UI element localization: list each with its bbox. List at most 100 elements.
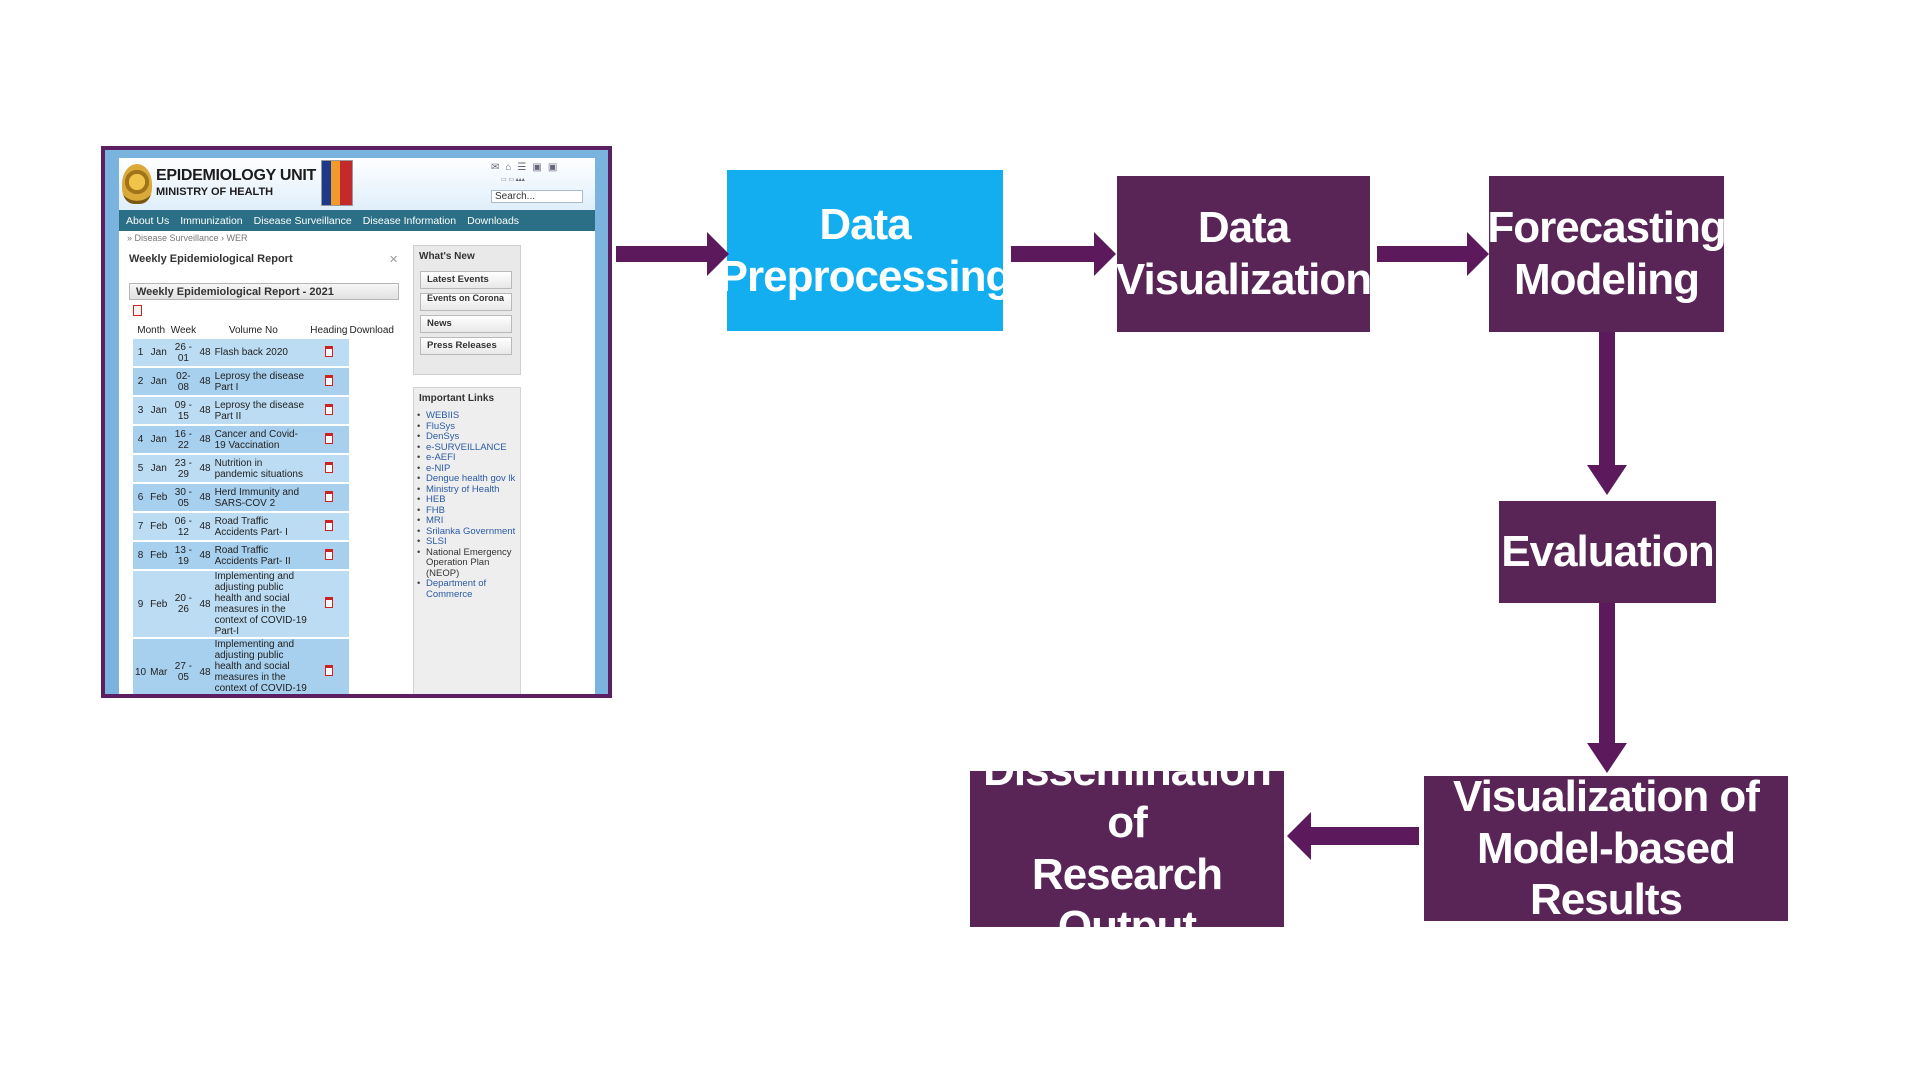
row-download [309, 638, 349, 694]
important-link-item[interactable]: DenSys [417, 431, 519, 443]
row-week: 23 - 29 [169, 454, 198, 484]
pdf-download-icon[interactable] [324, 490, 333, 502]
latest-events-button[interactable]: Latest Events [420, 271, 512, 289]
main-nav: About Us Immunization Disease Surveillan… [119, 210, 595, 231]
arrow-evaluation-to-model-results [1587, 603, 1627, 773]
important-link-item[interactable]: SLSI [417, 536, 519, 548]
row-download [309, 512, 349, 542]
search-input[interactable]: Search... [491, 190, 583, 203]
important-link-item[interactable]: e-AEFI [417, 452, 519, 464]
forecasting-modeling-line-1: Forecasting [1487, 203, 1726, 253]
row-volume: 48 [197, 339, 213, 368]
pdf-download-icon[interactable] [324, 519, 333, 531]
important-link-item[interactable]: Dengue health gov lk [417, 473, 519, 485]
nav-disease-information[interactable]: Disease Information [362, 214, 457, 227]
row-no: 6 [133, 483, 149, 513]
important-link-item[interactable]: National Emergency Operation Plan (NEOP) [417, 547, 519, 580]
row-no: 1 [133, 339, 149, 368]
row-volume: 48 [197, 541, 213, 571]
page-title: Weekly Epidemiological Report [129, 253, 293, 265]
pdf-download-icon[interactable] [324, 432, 333, 444]
arrow-forecasting-to-evaluation [1587, 332, 1627, 495]
row-download [309, 483, 349, 513]
website-screenshot: EPIDEMIOLOGY UNIT MINISTRY OF HEALTH ✉⌂☰… [101, 146, 612, 698]
close-icon[interactable]: ✕ [389, 254, 399, 266]
news-button[interactable]: News [420, 315, 512, 333]
events-on-corona-button[interactable]: Events on Corona [420, 293, 512, 311]
nav-immunization[interactable]: Immunization [180, 214, 243, 227]
row-week: 30 - 05 [169, 483, 198, 513]
model-results-line-2: Model-based Results [1477, 823, 1736, 925]
important-link-item[interactable]: FHB [417, 505, 519, 517]
row-download [309, 367, 349, 397]
row-volume: 48 [197, 367, 213, 397]
dissemination-line-1: Dissemination of [983, 746, 1272, 848]
row-week: 02- 08 [169, 367, 198, 397]
whats-new-title: What's New [419, 251, 475, 262]
row-week: 27 - 05 [169, 638, 198, 694]
row-volume: 48 [197, 570, 213, 639]
data-visualization-line-1: Data [1197, 203, 1290, 253]
press-releases-button[interactable]: Press Releases [420, 337, 512, 355]
pdf-download-icon[interactable] [324, 461, 333, 473]
data-preprocessing-line-2: Preprocessing [718, 251, 1013, 301]
row-month: Jan [148, 396, 170, 426]
important-link-item[interactable]: HEB [417, 494, 519, 506]
dissemination-line-2: Research Output [1031, 850, 1223, 951]
row-week: 09 - 15 [169, 396, 198, 426]
pdf-download-icon[interactable] [324, 374, 333, 386]
important-link-item[interactable]: Srilanka Government [417, 526, 519, 538]
row-no: 3 [133, 396, 149, 426]
row-download [309, 339, 349, 368]
header-toolbar-icons[interactable]: ✉⌂☰▣▣ [491, 162, 564, 173]
pdf-download-icon[interactable] [324, 597, 333, 608]
important-link-item[interactable]: e-NIP [417, 463, 519, 475]
row-week: 13 - 19 [169, 541, 198, 571]
row-week: 20 - 26 [169, 570, 198, 639]
pdf-icon[interactable] [133, 305, 142, 316]
breadcrumb[interactable]: » Disease Surveillance › WER [127, 233, 248, 243]
important-link-item[interactable]: WEBIIS [417, 410, 519, 422]
important-link-item[interactable]: e-SURVEILLANCE [417, 442, 519, 454]
row-no: 5 [133, 454, 149, 484]
site-header: EPIDEMIOLOGY UNIT MINISTRY OF HEALTH ✉⌂☰… [119, 158, 595, 210]
forecasting-modeling-line-2: Modeling [1513, 255, 1700, 304]
row-heading: Herd Immunity and SARS-COV 2 [212, 483, 310, 513]
row-heading: Cancer and Covid-19 Vaccination [212, 425, 310, 455]
row-heading: Flash back 2020 [212, 339, 310, 368]
row-heading: Leprosy the disease Part II [212, 396, 310, 426]
important-link-item[interactable]: MRI [417, 515, 519, 527]
col-header-week: Week [169, 322, 198, 339]
row-volume: 48 [197, 454, 213, 484]
important-link-item[interactable]: Ministry of Health [417, 484, 519, 496]
nav-disease-surveillance[interactable]: Disease Surveillance [253, 214, 352, 227]
pdf-download-icon[interactable] [324, 665, 333, 676]
pdf-download-icon[interactable] [324, 345, 333, 357]
site-title: EPIDEMIOLOGY UNIT [156, 167, 316, 184]
row-month: Jan [148, 367, 170, 397]
table-header-row: Month Week Volume No Heading Download [133, 322, 395, 339]
row-no: 7 [133, 512, 149, 542]
website-page: EPIDEMIOLOGY UNIT MINISTRY OF HEALTH ✉⌂☰… [119, 158, 595, 694]
font-size-controls[interactable]: ▭ ▭ ▴▴▴ [501, 177, 525, 183]
data-preprocessing-box: Data Preprocessing [719, 170, 1012, 331]
data-visualization-box: Data Visualization [1116, 176, 1372, 332]
important-link-item[interactable]: Department of Commerce [417, 578, 519, 600]
pdf-download-icon[interactable] [324, 403, 333, 415]
nav-about-us[interactable]: About Us [126, 214, 170, 227]
row-month: Jan [148, 339, 170, 368]
important-link-item[interactable]: FluSys [417, 421, 519, 433]
col-header-download: Download [348, 322, 395, 339]
col-header-month: Month [133, 322, 170, 339]
evaluation-box: Evaluation [1499, 501, 1716, 603]
row-month: Jan [148, 425, 170, 455]
pdf-download-icon[interactable] [324, 548, 333, 560]
col-header-heading: Heading [309, 322, 349, 339]
nav-downloads[interactable]: Downloads [467, 214, 520, 227]
